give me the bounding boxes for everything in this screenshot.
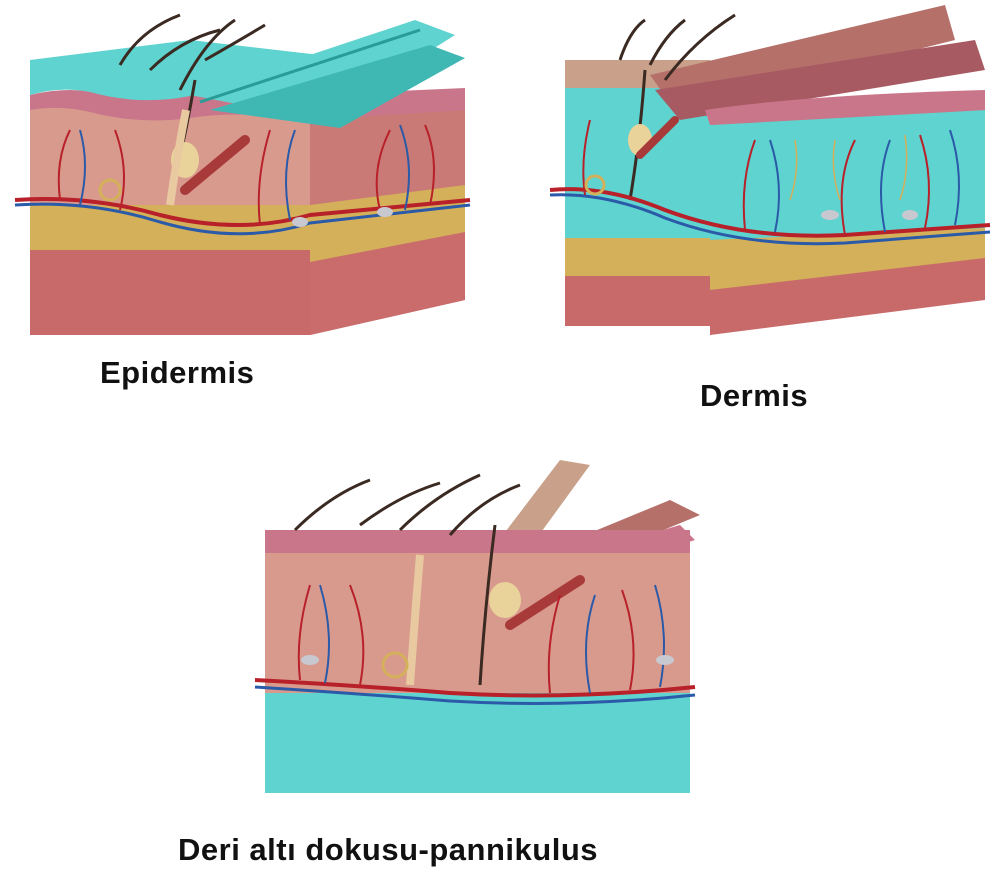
epidermis-label: Epidermis — [100, 355, 254, 391]
subcutaneous-illustration — [250, 455, 720, 800]
subcutaneous-panel — [250, 455, 720, 800]
dermis-panel — [545, 0, 995, 345]
dermis-illustration — [545, 0, 995, 345]
muscle-layer — [565, 276, 710, 326]
sebaceous-gland — [489, 582, 521, 618]
epidermis-illustration — [10, 0, 480, 345]
dermis-highlight-side — [710, 110, 985, 240]
epidermis-panel — [10, 0, 480, 345]
subcutaneous-label: Deri altı dokusu-pannikulus — [178, 832, 598, 868]
fat-layer — [30, 205, 310, 253]
dermis-label: Dermis — [700, 378, 808, 414]
fat-layer — [565, 238, 710, 278]
subcutaneous-highlight — [265, 693, 690, 793]
muscle-layer — [30, 250, 310, 335]
